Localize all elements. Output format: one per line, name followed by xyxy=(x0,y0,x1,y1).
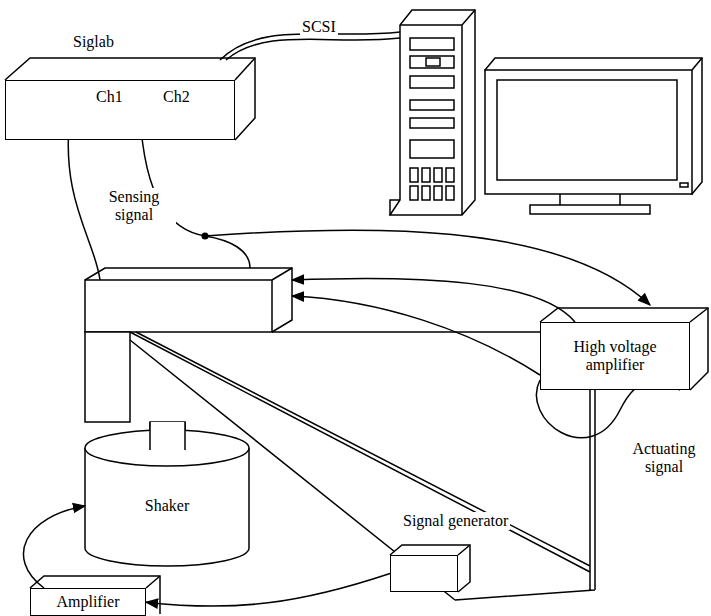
shaker-body xyxy=(85,422,249,566)
sensing-wire xyxy=(205,230,650,305)
signal-label: SCSI xyxy=(300,18,338,36)
siglab-housing xyxy=(5,58,255,140)
amplifier-housing xyxy=(540,308,708,390)
box-label: Amplifier xyxy=(50,590,125,614)
signal-cable xyxy=(146,574,390,607)
signal-cable xyxy=(23,506,85,588)
computer-monitor xyxy=(485,58,702,214)
computer-tower xyxy=(390,10,475,215)
actuating-wire xyxy=(292,296,540,375)
signal-label: Sensing signal xyxy=(92,188,176,225)
box-heading: Signal generator xyxy=(401,512,510,530)
box-heading: Siglab xyxy=(71,33,116,51)
test-structure xyxy=(85,268,595,600)
channel-label: Ch2 xyxy=(161,88,192,106)
generator-box: Signal generator xyxy=(390,555,458,592)
box-label: Shaker xyxy=(139,494,195,518)
amplifier-box: High voltage amplifier xyxy=(540,322,690,390)
amplifier-box: Amplifier xyxy=(30,588,146,616)
generator-housing xyxy=(390,545,470,592)
box-label: High voltage amplifier xyxy=(541,335,689,378)
sensing-wire xyxy=(205,236,250,268)
junction-dot xyxy=(202,233,209,240)
channel-label: Ch1 xyxy=(94,88,125,106)
signal-label: Actuating signal xyxy=(622,440,706,477)
shaker-cylinder: Shaker xyxy=(85,466,249,546)
siglab-edge xyxy=(235,58,255,80)
